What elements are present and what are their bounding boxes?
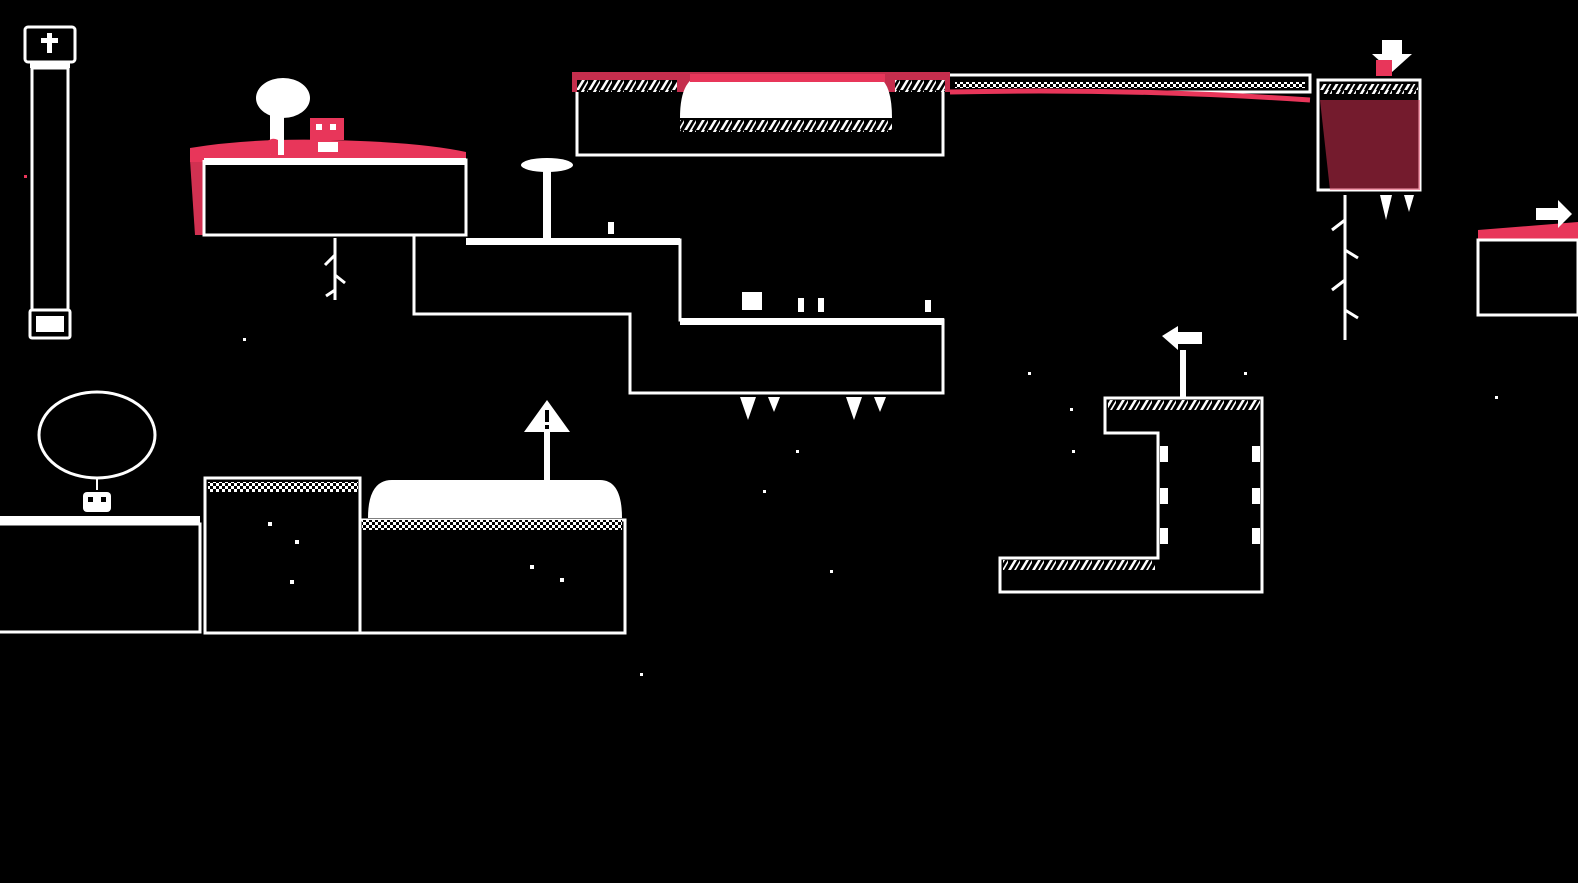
arrow-right-sign-icon [1536, 200, 1572, 228]
cross-icon [41, 33, 58, 53]
pink-creature-sprite [310, 118, 344, 152]
arrow-down-sign-icon [1372, 40, 1412, 76]
meter-fill [36, 316, 64, 332]
ground-bottom-left [0, 516, 202, 634]
vine-sprite [323, 238, 346, 300]
ground-bottom-middle [203, 476, 627, 635]
dust-particles [24, 175, 1498, 676]
top-bridge [572, 72, 1312, 157]
hud-meter [23, 25, 77, 340]
arrow-left-sign-icon [1162, 326, 1202, 398]
tree-sprite [256, 78, 310, 158]
ledge-upper-left [190, 139, 945, 395]
right-l-structure [998, 326, 1264, 594]
right-hanging-block [1316, 40, 1422, 340]
warning-sign-icon [524, 400, 570, 480]
mushroom-sprite [521, 158, 573, 238]
spikes [740, 397, 886, 420]
sprout-sprites [608, 222, 931, 312]
far-right-ledge [1476, 200, 1578, 317]
frog-player-sprite [37, 390, 157, 512]
